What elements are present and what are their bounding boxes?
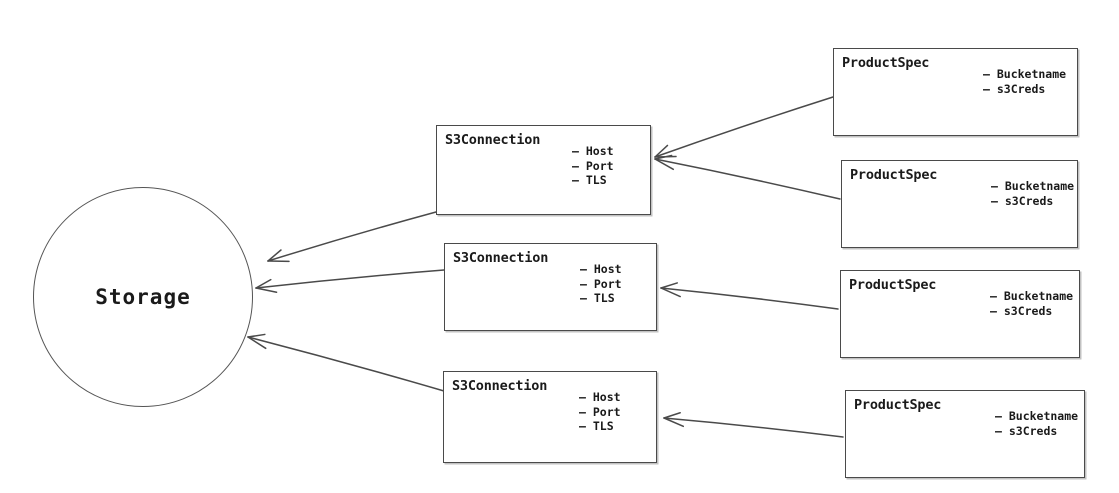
attribute-item: – Bucketname xyxy=(991,179,1075,193)
attribute-item: – Host xyxy=(580,262,622,276)
s3connection-attributes-1: – Host– Port– TLS xyxy=(572,144,614,188)
attribute-item: – TLS xyxy=(572,173,607,187)
productspec-title-1: ProductSpec xyxy=(842,55,930,71)
s3connection-attributes-2: – Host– Port– TLS xyxy=(580,262,622,306)
edge-arrow xyxy=(663,411,844,438)
attribute-item: – Port xyxy=(580,276,622,291)
attribute-item: – Bucketname xyxy=(990,289,1074,303)
attribute-item: – s3Creds xyxy=(991,193,1054,208)
edge-arrow xyxy=(247,333,445,392)
s3connection-box-2[interactable] xyxy=(444,243,657,331)
attribute-item: – TLS xyxy=(580,291,615,305)
attribute-item: – s3Creds xyxy=(990,303,1053,318)
edge-arrow xyxy=(267,211,437,263)
s3connection-box-1[interactable] xyxy=(436,125,651,215)
productspec-attributes-1: – Bucketname– s3Creds xyxy=(983,67,1066,96)
productspec-box-3[interactable] xyxy=(840,270,1080,358)
attribute-item: – Host xyxy=(572,144,614,158)
productspec-attributes-2: – Bucketname– s3Creds xyxy=(991,179,1074,208)
s3connection-box-3[interactable] xyxy=(443,371,657,463)
attribute-item: – Port xyxy=(572,158,614,173)
attribute-item: – TLS xyxy=(579,419,614,433)
s3connection-title-2: S3Connection xyxy=(453,250,549,266)
attribute-item: – Bucketname xyxy=(995,409,1079,423)
productspec-title-2: ProductSpec xyxy=(850,167,938,183)
attribute-item: – Host xyxy=(579,390,621,404)
edge-arrow xyxy=(255,269,445,294)
productspec-box-4[interactable] xyxy=(845,390,1085,478)
attribute-item: – Port xyxy=(579,404,621,419)
productspec-title-3: ProductSpec xyxy=(849,277,937,293)
productspec-attributes-3: – Bucketname– s3Creds xyxy=(990,289,1073,318)
s3connection-attributes-3: – Host– Port– TLS xyxy=(579,390,621,434)
s3connection-title-3: S3Connection xyxy=(452,378,548,394)
attribute-item: – Bucketname xyxy=(983,67,1067,81)
attribute-item: – s3Creds xyxy=(995,423,1058,438)
productspec-attributes-4: – Bucketname– s3Creds xyxy=(995,409,1078,438)
edge-arrow xyxy=(654,96,834,158)
s3connection-title-1: S3Connection xyxy=(445,132,541,148)
storage-circle-node[interactable]: Storage xyxy=(33,187,253,407)
productspec-box-1[interactable] xyxy=(833,48,1078,136)
storage-label: Storage xyxy=(95,285,191,309)
productspec-box-2[interactable] xyxy=(841,160,1078,248)
edge-arrow xyxy=(660,282,839,310)
edge-arrow xyxy=(654,154,841,200)
productspec-title-4: ProductSpec xyxy=(854,397,942,413)
attribute-item: – s3Creds xyxy=(983,81,1046,96)
